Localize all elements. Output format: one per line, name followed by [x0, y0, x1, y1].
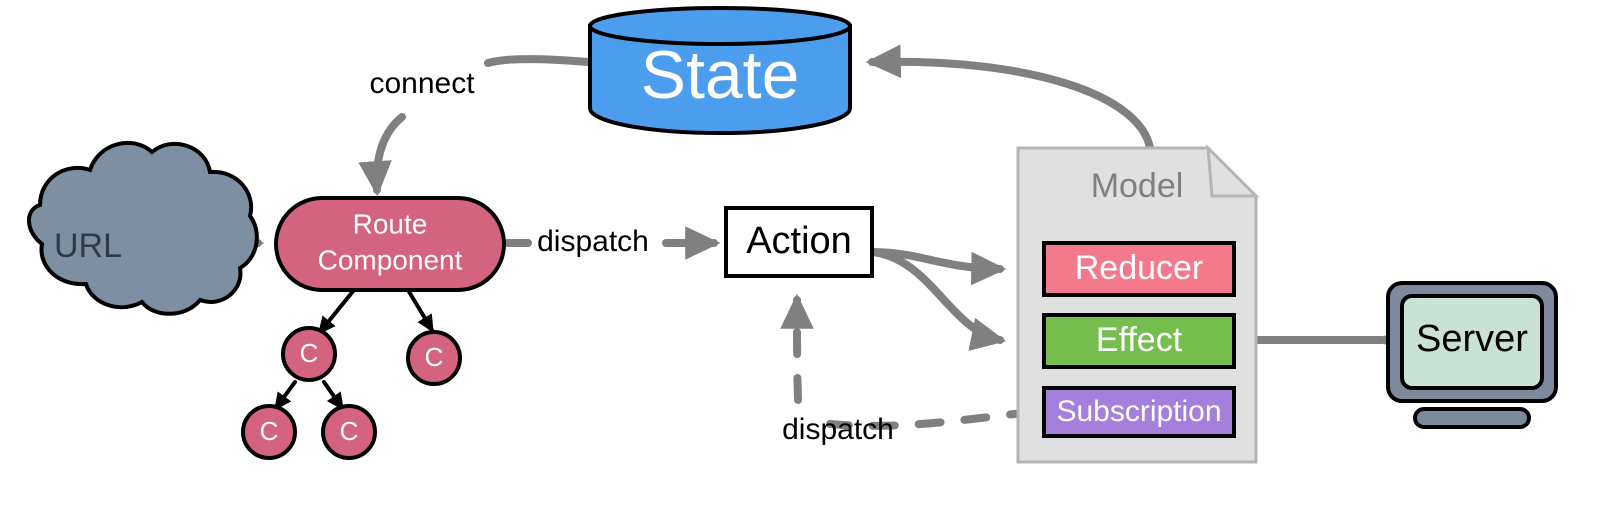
node-subscription[interactable]: Subscription — [1042, 386, 1236, 438]
effect-shape — [1042, 313, 1236, 369]
node-action[interactable]: Action — [724, 206, 874, 278]
edge-label-connect: connect — [369, 67, 475, 100]
route-component-label-line1: Route — [353, 208, 428, 239]
component-label: C — [340, 416, 359, 446]
cloud-shape — [27, 141, 259, 316]
component-circle — [406, 330, 462, 386]
edge-component-1-to-component-3 — [274, 380, 297, 411]
edge-model-to-state — [865, 44, 1154, 152]
server-monitor-screen — [1400, 294, 1544, 390]
edge-component-1-to-component-4 — [322, 380, 344, 411]
edge-action-to-effect — [868, 248, 1007, 351]
route-component-label-line2: Component — [318, 244, 463, 275]
action-shape — [724, 206, 874, 278]
subscription-shape — [1042, 386, 1236, 438]
node-component-3[interactable]: C — [241, 404, 297, 460]
component-circle — [281, 326, 337, 382]
node-server[interactable]: Server — [1386, 281, 1558, 429]
state-label: State — [641, 37, 800, 113]
node-url[interactable]: URL — [27, 141, 259, 316]
reducer-label: Reducer — [1075, 249, 1204, 287]
node-model[interactable]: Model Reducer Effect Subscription — [1016, 144, 1260, 464]
effect-label: Effect — [1096, 321, 1183, 359]
server-monitor-stand — [1413, 407, 1531, 429]
node-effect[interactable]: Effect — [1042, 313, 1236, 369]
action-label: Action — [746, 220, 852, 262]
edge-state-to-connect-line — [484, 55, 592, 67]
route-component-shape — [274, 196, 506, 292]
server-label: Server — [1416, 318, 1528, 360]
edge-subscription-to-action-dashed — [826, 408, 1036, 430]
reducer-shape — [1042, 241, 1236, 297]
cylinder-body — [588, 24, 852, 136]
edge-route-to-component-2 — [406, 288, 434, 333]
edge-connect-to-route-component — [358, 113, 406, 197]
component-label: C — [300, 338, 319, 368]
model-label: Model — [1091, 167, 1184, 205]
edge-label-dispatch-subscription: dispatch — [782, 413, 894, 446]
edge-label-dispatch-action: dispatch — [537, 225, 649, 258]
component-circle — [321, 404, 377, 460]
node-component-4[interactable]: C — [321, 404, 377, 460]
url-label: URL — [54, 227, 122, 265]
component-label: C — [260, 416, 279, 446]
model-fold-corner-icon — [1206, 144, 1260, 198]
node-route-component[interactable]: Route Component — [274, 196, 506, 292]
edge-route-to-component-1 — [317, 288, 356, 335]
cylinder-top — [588, 6, 852, 46]
model-note-shape — [1016, 146, 1258, 464]
component-label: C — [425, 342, 444, 372]
node-component-2[interactable]: C — [406, 330, 462, 386]
node-state[interactable]: State — [588, 6, 852, 136]
subscription-label: Subscription — [1056, 395, 1221, 428]
node-component-1[interactable]: C — [281, 326, 337, 382]
node-reducer[interactable]: Reducer — [1042, 241, 1236, 297]
edge-dashed-to-action — [780, 293, 814, 404]
component-circle — [241, 404, 297, 460]
